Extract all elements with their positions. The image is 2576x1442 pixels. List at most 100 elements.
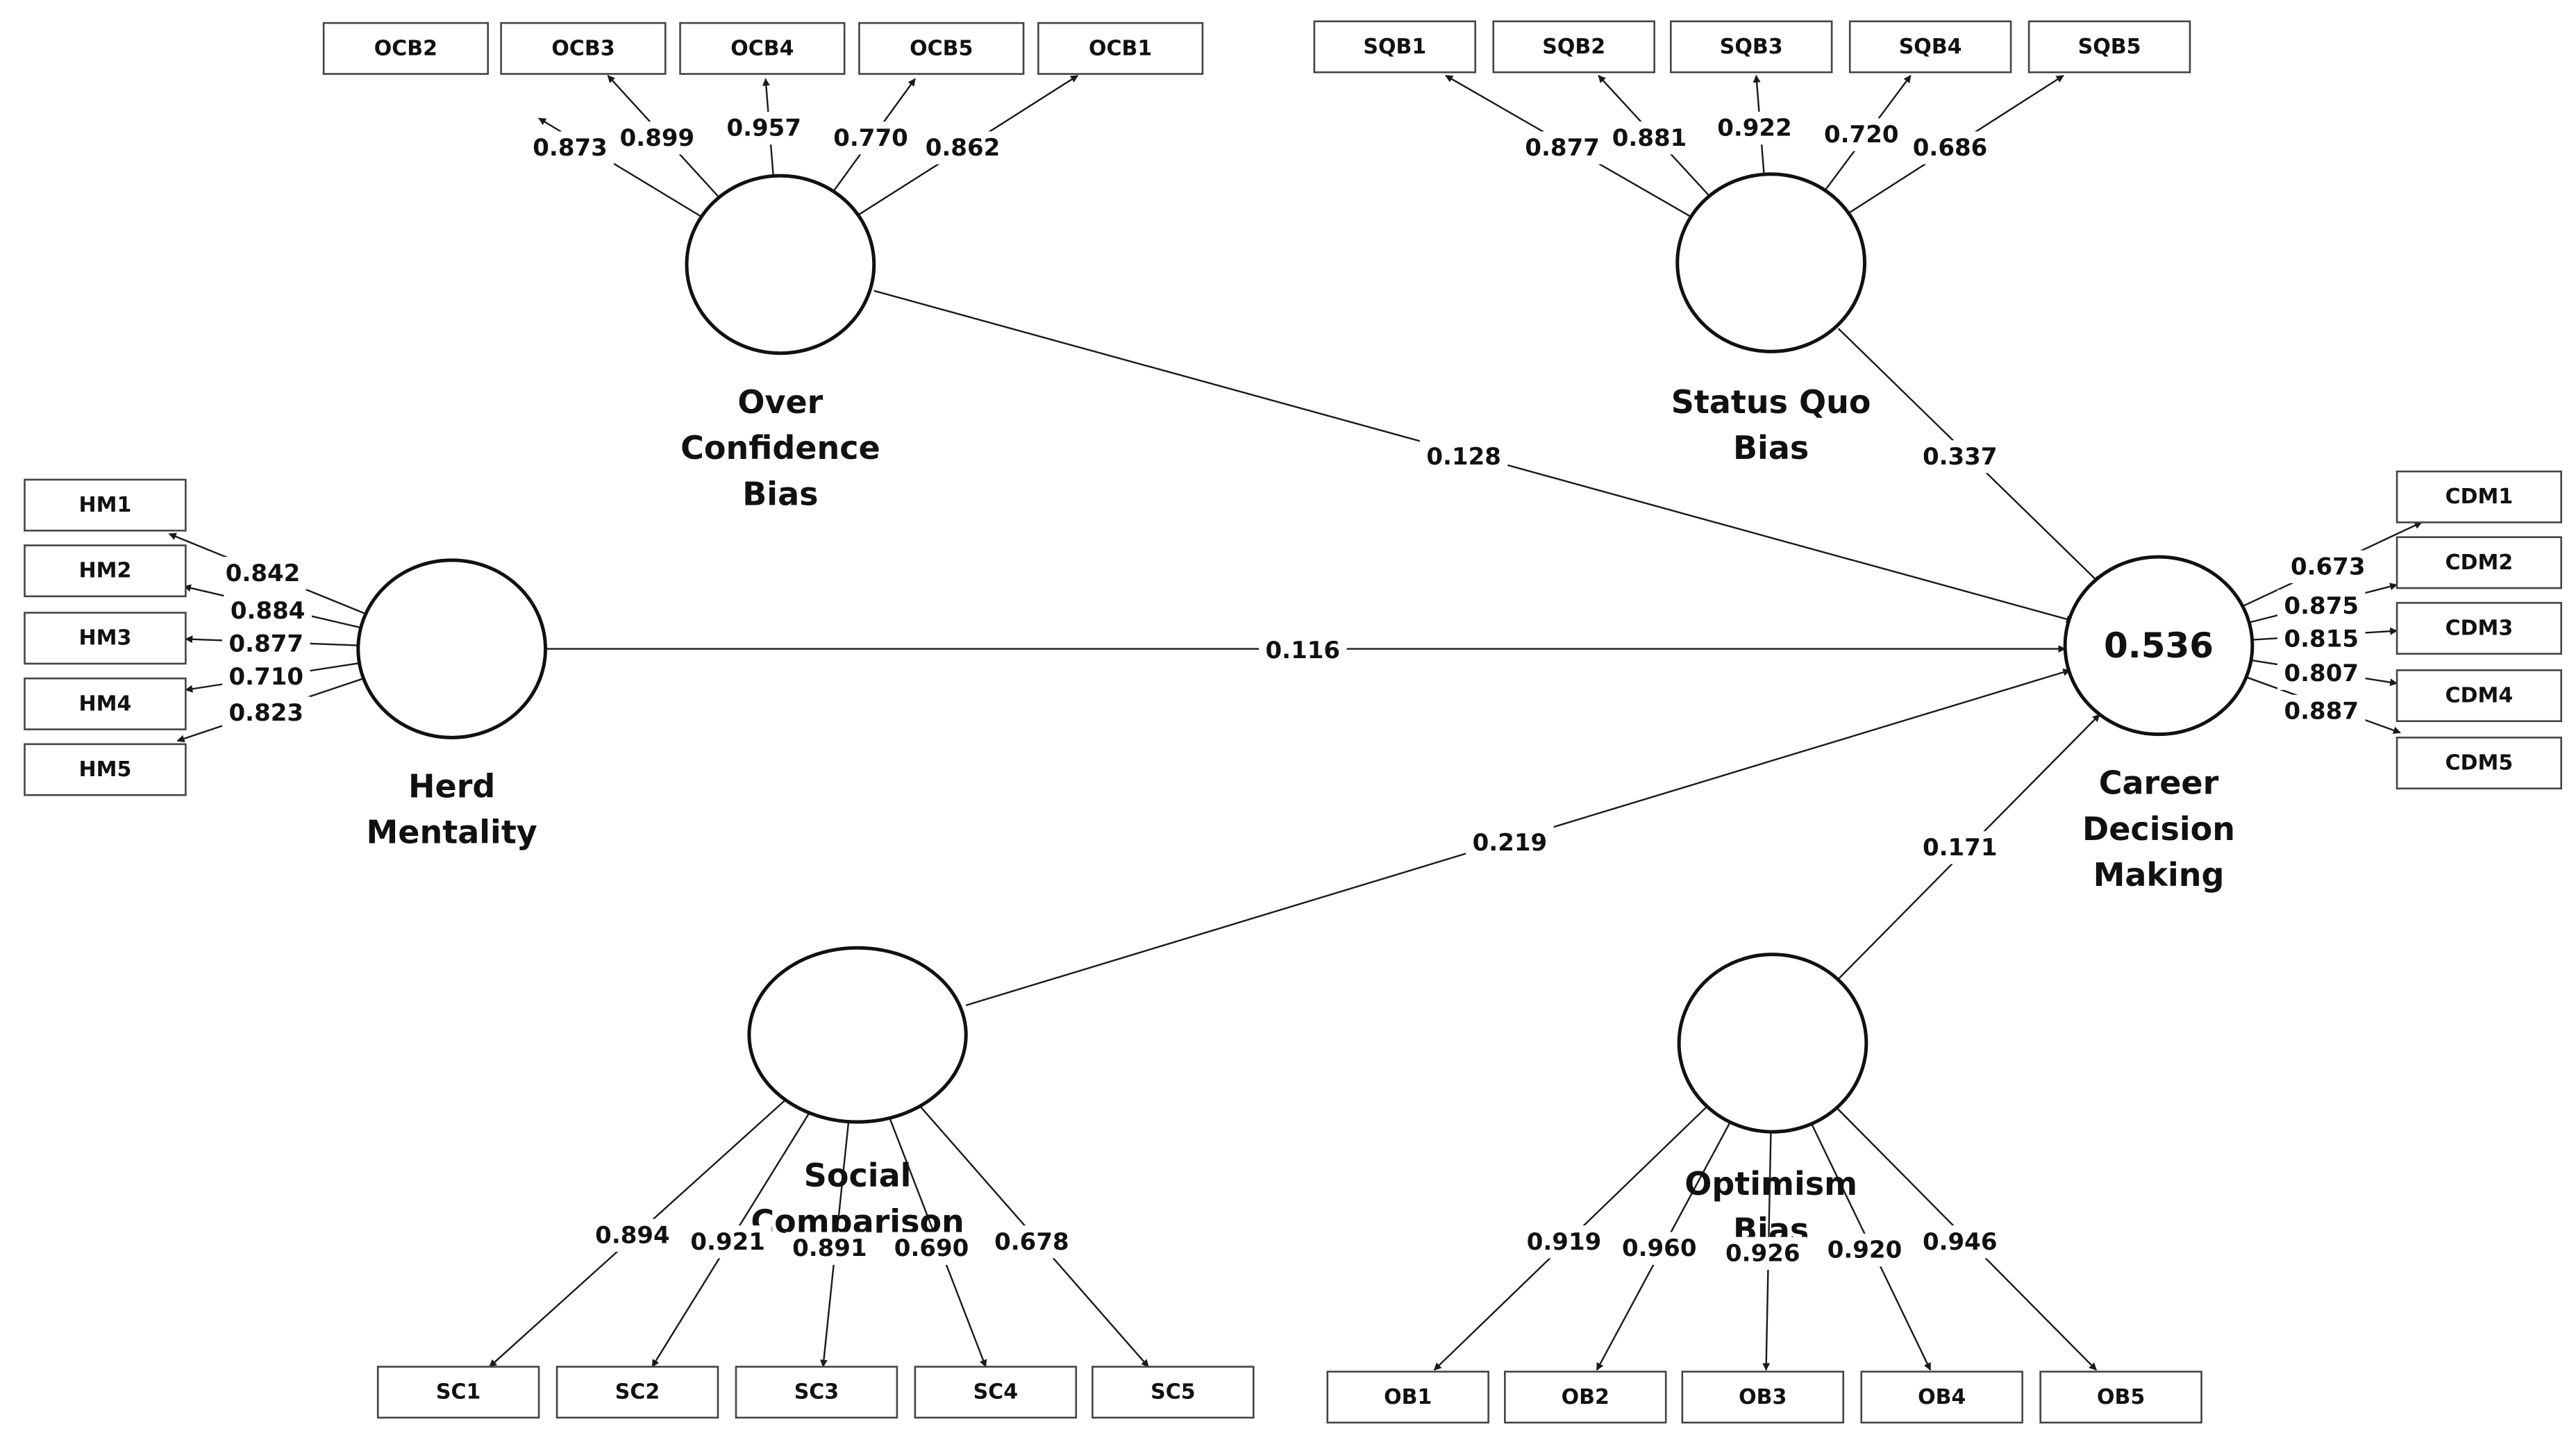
indicator-label-sqb2: SQB2	[1542, 35, 1605, 59]
loading-value-ocb4: 0.957	[726, 115, 801, 142]
loading-value-sc5-bg	[987, 1225, 1076, 1259]
indicator-box-ob1	[1326, 1370, 1489, 1424]
loading-value-hm3: 0.877	[229, 630, 304, 658]
loading-value-sc1: 0.894	[595, 1221, 670, 1249]
loading-value-cdm5-bg	[2277, 694, 2366, 728]
indicator-label-hm5: HM5	[79, 757, 132, 782]
loading-value-sc2-group: 0.921	[683, 1225, 772, 1259]
loading-value-sqb3-bg	[1710, 111, 1799, 145]
loading-value-cdm4-group: 0.807	[2277, 657, 2366, 690]
indicator-label-ob2: OB2	[1562, 1385, 1609, 1409]
loading-value-ob4: 0.920	[1828, 1236, 1902, 1264]
indicator-box-sc4	[914, 1366, 1078, 1419]
indicator-box-hm5	[24, 743, 187, 796]
path-coefficient-ocb: 0.128	[1426, 443, 1501, 471]
indicator-label-hm3: HM3	[79, 626, 132, 651]
indicator-label-ob1: OB1	[1384, 1385, 1432, 1409]
loading-value-hm5-bg	[222, 696, 310, 730]
loading-value-sqb4: 0.720	[1824, 121, 1899, 149]
loading-value-cdm4: 0.807	[2284, 660, 2359, 687]
indicator-box-sc2	[555, 1366, 719, 1419]
loading-value-sqb3: 0.922	[1717, 115, 1792, 142]
indicator-box-cdm4	[2395, 669, 2563, 723]
indicator-label-ob4: OB4	[1918, 1385, 1966, 1409]
loading-value-cdm3-bg	[2277, 622, 2366, 656]
loading-value-ocb5: 0.770	[833, 124, 908, 152]
indicator-box-ob5	[2039, 1370, 2202, 1424]
loading-value-cdm5: 0.887	[2284, 698, 2359, 726]
loading-value-ocb2-bg	[526, 131, 614, 165]
path-coefficient-sqb: 0.337	[1923, 443, 1998, 471]
loading-value-sqb5-bg	[1906, 131, 1994, 165]
indicator-box-ocb1	[1037, 22, 1204, 75]
loading-value-ocb2-group: 0.873	[526, 131, 614, 165]
indicator-box-sqb5	[2027, 20, 2191, 74]
indicator-label-ob5: OB5	[2097, 1385, 2145, 1409]
path-coefficient-ob-bg	[1916, 831, 2005, 864]
path-coefficient-sqb-bg	[1916, 440, 2005, 473]
loading-value-hm1-group: 0.842	[219, 557, 307, 590]
loading-value-cdm5-group: 0.887	[2277, 694, 2366, 728]
indicator-label-sc4: SC4	[973, 1380, 1019, 1405]
indicator-label-hm1: HM1	[79, 493, 132, 517]
loading-value-hm5: 0.823	[229, 699, 304, 727]
r-squared-cdm: 0.536	[2104, 626, 2214, 666]
path-coefficient-sc-bg	[1466, 826, 1554, 860]
loading-value-cdm1-group: 0.673	[2284, 550, 2373, 583]
indicator-label-ocb1: OCB1	[1089, 36, 1152, 60]
indicator-label-sqb1: SQB1	[1363, 35, 1426, 59]
loading-value-ob3-group: 0.926	[1718, 1236, 1807, 1270]
loading-value-sc4-group: 0.690	[887, 1232, 976, 1265]
loading-value-sc4: 0.690	[894, 1234, 969, 1262]
indicator-box-cdm3	[2395, 602, 2563, 655]
path-coefficient-ob: 0.171	[1923, 834, 1998, 862]
loading-value-ob3: 0.926	[1725, 1239, 1800, 1267]
loading-value-sc5: 0.678	[994, 1228, 1069, 1256]
indicator-box-ocb4	[679, 22, 846, 75]
indicator-box-sqb4	[1848, 20, 2012, 74]
loading-value-ocb5-bg	[826, 121, 915, 155]
construct-name-ocb-line-3: Bias	[742, 475, 818, 512]
loading-value-hm5-group: 0.823	[222, 696, 310, 730]
indicator-label-sc1: SC1	[436, 1380, 481, 1405]
loading-value-sqb2-bg	[1605, 121, 1693, 155]
indicator-box-sqb2	[1492, 20, 1655, 74]
path-coefficient-sc: 0.219	[1473, 829, 1548, 857]
loading-value-ocb5-group: 0.770	[826, 121, 915, 155]
loading-value-hm2-group: 0.884	[224, 594, 312, 628]
loading-value-sqb1-group: 0.877	[1518, 131, 1607, 165]
loading-value-sc2-bg	[683, 1225, 772, 1259]
indicator-label-ocb3: OCB3	[551, 36, 614, 60]
latent-construct-sqb	[1675, 172, 1866, 353]
indicator-box-sqb1	[1313, 20, 1477, 74]
path-coefficient-hm: 0.116	[1266, 637, 1341, 664]
path-coefficient-ocb-bg	[1419, 440, 1508, 473]
loading-value-ob5-group: 0.946	[1916, 1225, 2005, 1259]
indicator-label-cdm3: CDM3	[2445, 617, 2514, 641]
loading-value-hm2-bg	[224, 594, 312, 628]
loading-value-hm4-group: 0.710	[222, 660, 310, 694]
indicator-label-sc3: SC3	[794, 1380, 839, 1405]
indicator-box-cdm5	[2395, 737, 2563, 790]
loading-value-ocb3: 0.899	[620, 124, 695, 152]
loading-value-cdm2-bg	[2277, 589, 2366, 623]
indicator-label-sqb3: SQB3	[1720, 35, 1783, 59]
loading-value-hm1: 0.842	[226, 560, 301, 587]
construct-name-hm-line-2: Mentality	[367, 814, 537, 851]
loading-value-cdm2: 0.875	[2284, 592, 2359, 620]
loading-value-sc3-group: 0.891	[785, 1232, 874, 1265]
loading-value-hm3-bg	[222, 627, 310, 661]
indicator-label-hm2: HM2	[79, 559, 132, 583]
loading-value-ob1: 0.919	[1527, 1228, 1602, 1256]
loading-value-sqb1: 0.877	[1525, 134, 1600, 162]
loading-value-sc3-bg	[785, 1232, 874, 1265]
indicator-label-cdm5: CDM5	[2445, 751, 2514, 776]
loading-value-ob5: 0.946	[1923, 1228, 1998, 1256]
path-coefficient-ocb-group: 0.128	[1419, 440, 1508, 473]
indicator-box-ob2	[1504, 1370, 1667, 1424]
loading-value-ocb4-group: 0.957	[719, 111, 808, 145]
indicator-box-ob4	[1860, 1370, 2023, 1424]
loading-value-sc4-bg	[887, 1232, 976, 1265]
loading-value-hm3-group: 0.877	[222, 627, 310, 661]
